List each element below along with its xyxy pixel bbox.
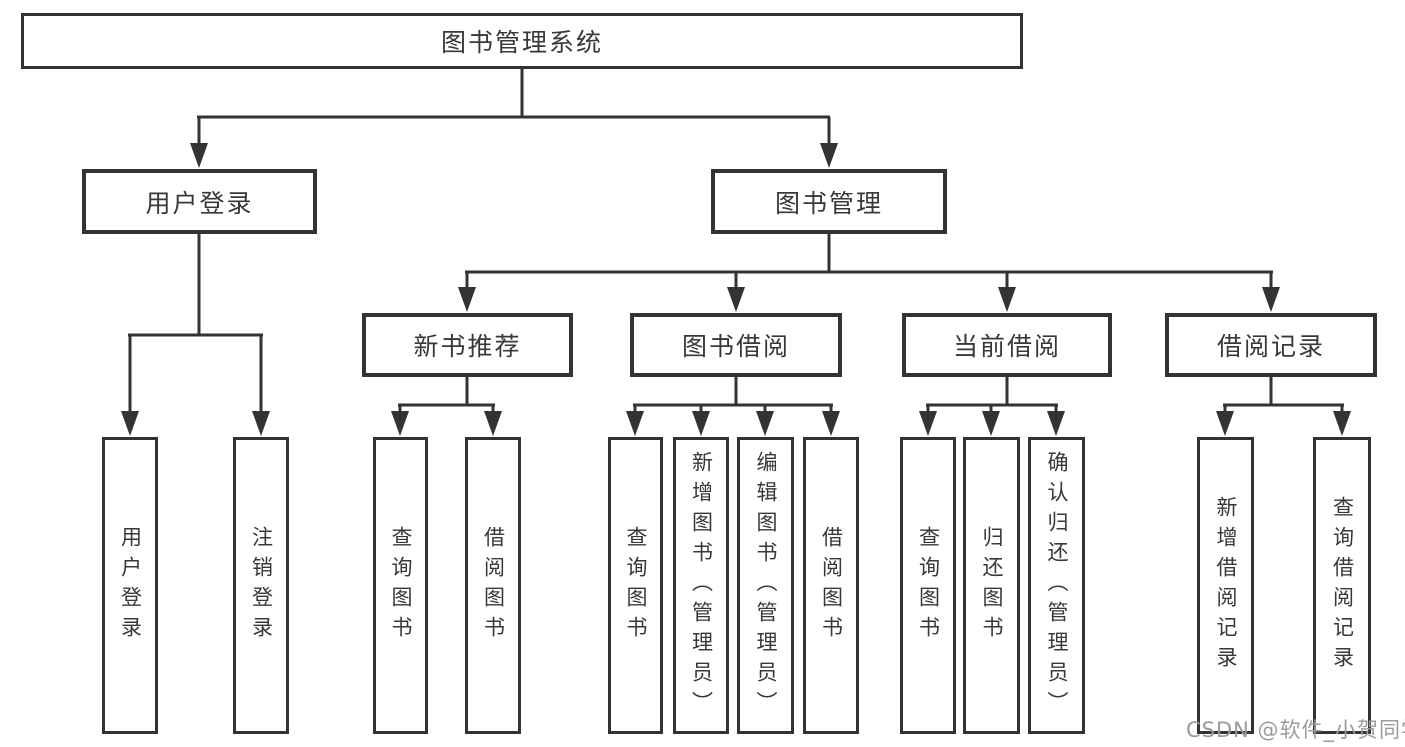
leaf-label: 编辑图书（管理员）: [754, 450, 778, 721]
node-book-management: 图书管理: [711, 169, 947, 234]
leaf-query-books-current: 查询图书: [900, 437, 956, 734]
leaf-query-books-recommend: 查询图书: [373, 437, 428, 734]
leaf-label: 确认归还（管理员）: [1045, 450, 1069, 721]
node-label: 借阅记录: [1216, 332, 1325, 361]
leaf-add-books-admin: 新增图书（管理员）: [673, 437, 729, 734]
leaf-borrow-books: 借阅图书: [803, 437, 859, 734]
node-user-login: 用户登录: [82, 169, 317, 234]
leaf-label: 归还图书: [980, 525, 1004, 646]
leaf-add-borrow-record: 新增借阅记录: [1197, 437, 1254, 734]
node-label: 当前借阅: [952, 332, 1061, 361]
leaf-label: 注销登录: [249, 525, 274, 646]
leaf-query-borrow-record: 查询借阅记录: [1313, 437, 1371, 734]
node-label: 图书借阅: [681, 332, 790, 361]
node-label: 用户登录: [145, 188, 254, 218]
leaf-label: 新增图书（管理员）: [689, 450, 714, 721]
leaf-confirm-return-admin: 确认归还（管理员）: [1028, 437, 1085, 734]
leaf-user-login: 用户登录: [102, 437, 158, 734]
node-current-borrowing: 当前借阅: [902, 313, 1112, 377]
leaf-label: 借阅图书: [819, 525, 844, 646]
node-label: 图书管理系统: [440, 28, 603, 57]
csdn-watermark: CSDN @软件_小贺同学: [1186, 718, 1405, 742]
leaf-query-books-borrowing: 查询图书: [608, 437, 663, 734]
node-borrowing-records: 借阅记录: [1165, 313, 1377, 377]
node-label: 新书推荐: [413, 332, 522, 361]
leaf-logout: 注销登录: [233, 437, 289, 734]
leaf-borrow-books-recommend: 借阅图书: [465, 437, 521, 734]
node-library-management-system: 图书管理系统: [21, 13, 1023, 69]
leaf-return-books: 归还图书: [963, 437, 1020, 734]
leaf-edit-books-admin: 编辑图书（管理员）: [737, 437, 794, 734]
leaf-label: 借阅图书: [481, 525, 506, 646]
leaf-label: 新增借阅记录: [1214, 495, 1238, 676]
leaf-label: 用户登录: [118, 525, 143, 646]
node-label: 图书管理: [774, 188, 883, 218]
leaf-label: 查询借阅记录: [1330, 495, 1355, 676]
leaf-label: 查询图书: [916, 525, 941, 646]
node-book-borrowing: 图书借阅: [630, 313, 842, 377]
leaf-label: 查询图书: [389, 525, 413, 646]
node-new-book-recommend: 新书推荐: [362, 313, 573, 377]
leaf-label: 查询图书: [624, 525, 648, 646]
